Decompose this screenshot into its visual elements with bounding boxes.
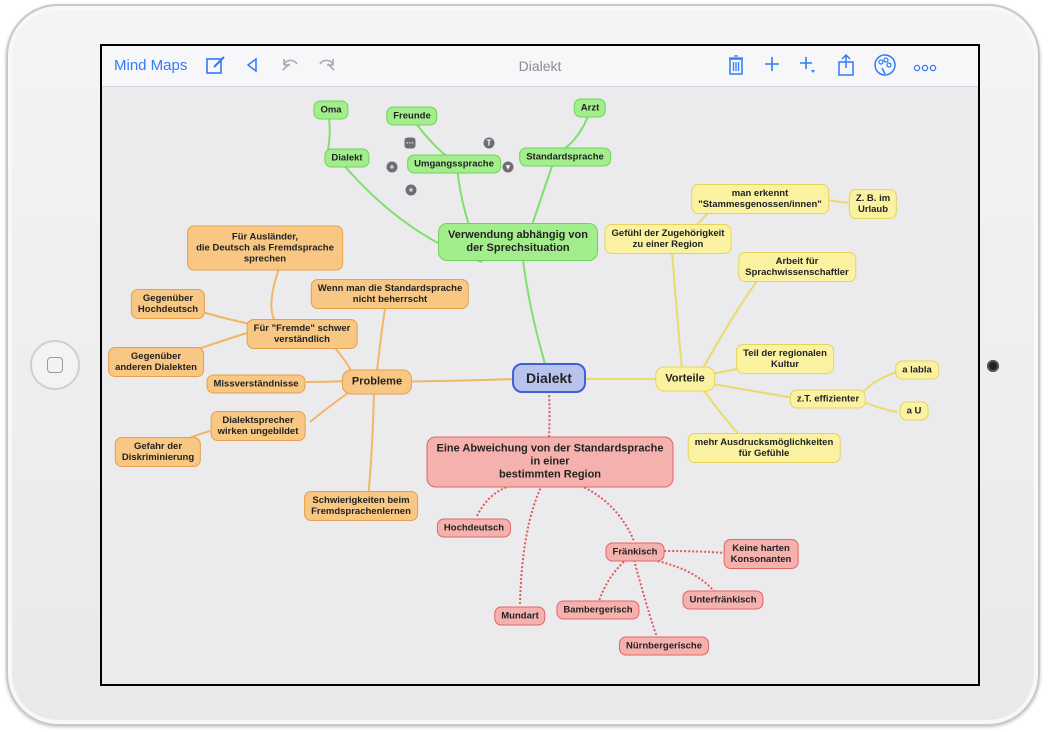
node-y-teil[interactable]: Teil der regionalen Kultur [736,344,834,374]
node-r-mundart[interactable]: Mundart [494,606,546,626]
node-p-schwierigkeiten[interactable]: Schwierigkeiten beim Fremdsprachenlernen [304,491,418,521]
node-abweichung[interactable]: Eine Abweichung von der Standardsprache … [426,436,674,488]
redo-icon[interactable] [317,56,337,80]
node-y-a-u[interactable]: a U [899,401,929,421]
add-icon[interactable] [763,55,781,79]
node-v-dialekt[interactable]: Dialekt [324,148,370,168]
node-vorteile[interactable]: Vorteile [655,366,715,392]
node-p-ungebildet[interactable]: Dialektsprecher wirken ungebildet [210,411,306,441]
add-node-icon[interactable]: + [386,161,398,173]
more-icon[interactable] [913,59,937,79]
node-p-hochdeutsch[interactable]: Gegenüber Hochdeutsch [130,289,206,319]
screen: Mind Maps Dialekt [100,44,980,686]
node-v-freunde[interactable]: Freunde [386,106,438,126]
undo-icon[interactable] [280,56,300,80]
mind-map-canvas[interactable]: Dialekt Verwendung abhängig von der Spre… [102,86,978,684]
collapse-icon[interactable]: ▾ [502,161,514,173]
node-p-auslaender[interactable]: Für Ausländer, die Deutsch als Fremdspra… [187,225,343,271]
add-sibling-icon[interactable]: + [405,184,417,196]
camera [987,360,999,372]
node-r-nuernbergerische[interactable]: Nürnbergerische [618,636,710,656]
node-v-oma[interactable]: Oma [313,100,349,120]
node-y-arbeit[interactable]: Arbeit für Sprachwissenschaftler [738,252,856,282]
node-y-a-labla[interactable]: a labla [895,360,939,380]
toolbar: Mind Maps Dialekt [102,46,978,87]
edit-icon[interactable] [205,54,227,82]
app-display: Mind Maps Dialekt [102,46,978,684]
home-button[interactable] [30,340,80,390]
add-child-icon[interactable] [798,55,818,81]
node-p-fremde[interactable]: Für "Fremde" schwer verständlich [246,319,358,349]
node-dialekt-center[interactable]: Dialekt [512,363,586,393]
node-p-gefahr[interactable]: Gefahr der Diskriminierung [114,437,202,467]
mind-maps-button[interactable]: Mind Maps [114,57,188,74]
more-options-icon[interactable]: ··· [404,137,416,149]
back-icon[interactable] [245,57,259,79]
node-r-bambergerisch[interactable]: Bambergerisch [556,600,640,620]
node-v-arzt[interactable]: Arzt [573,98,607,118]
document-title: Dialekt [518,58,562,74]
node-r-fraenkisch[interactable]: Fränkisch [605,542,665,562]
node-y-erkennt[interactable]: man erkennt "Stammesgenossen/innen" [691,184,829,214]
node-y-gefuehl[interactable]: Gefühl der Zugehörigkeit zu einer Region [604,224,732,254]
node-v-standardsprache[interactable]: Standardsprache [519,147,611,167]
node-y-effizienter[interactable]: z.T. effizienter [789,389,867,409]
trash-icon[interactable] [728,54,744,82]
text-format-icon[interactable]: T [483,137,495,149]
node-r-hochdeutsch[interactable]: Hochdeutsch [436,518,512,538]
style-icon[interactable] [873,53,897,83]
home-square-icon [47,357,63,373]
node-p-anderen-dialekten[interactable]: Gegenüber anderen Dialekten [108,347,204,377]
node-v-umgangssprache[interactable]: Umgangssprache [407,154,501,174]
node-probleme[interactable]: Probleme [341,369,413,395]
node-y-mehr[interactable]: mehr Ausdrucksmöglichkeiten für Gefühle [687,433,841,463]
node-p-wenn[interactable]: Wenn man die Standardsprache nicht beher… [310,279,470,309]
node-p-missverstaendnisse[interactable]: Missverständnisse [206,374,306,394]
share-icon[interactable] [837,53,855,83]
node-verwendung[interactable]: Verwendung abhängig von der Sprechsituat… [438,223,598,261]
node-r-keine-konsonanten[interactable]: Keine harten Konsonanten [723,539,799,569]
node-r-unterfraenkisch[interactable]: Unterfränkisch [682,590,764,610]
node-y-zb-urlaub[interactable]: Z. B. im Urlaub [848,189,898,219]
